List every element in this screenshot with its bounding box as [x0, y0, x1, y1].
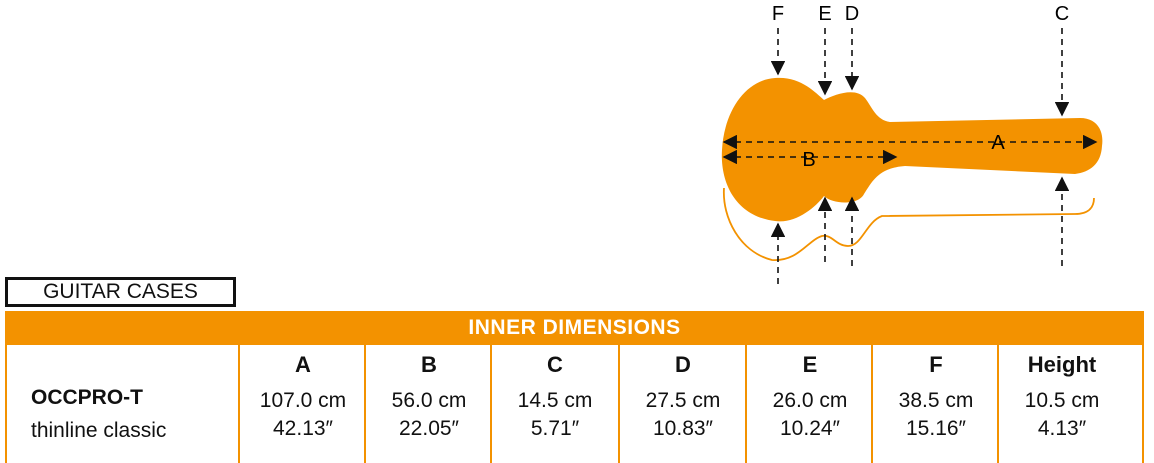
value-inch: 42.13″: [273, 417, 333, 440]
column-a: A 107.0 cm 42.13″: [240, 350, 366, 444]
label-a: A: [991, 132, 1005, 154]
column-d: D 27.5 cm 10.83″: [620, 350, 746, 444]
value-cm: 107.0 cm: [259, 389, 347, 412]
value-cm: 14.5 cm: [517, 389, 593, 412]
value-inch: 15.16″: [906, 417, 966, 440]
column-f: F 38.5 cm 15.16″: [873, 350, 999, 444]
column-b: B 56.0 cm 22.05″: [366, 350, 492, 444]
value-inch: 22.05″: [399, 417, 459, 440]
value-cm: 38.5 cm: [898, 389, 974, 412]
column-header: A: [295, 352, 311, 377]
table-title: INNER DIMENSIONS: [5, 311, 1144, 345]
col-divider: [490, 345, 492, 463]
col-divider: [618, 345, 620, 463]
label-c: C: [1055, 3, 1069, 25]
label-b: B: [802, 149, 815, 171]
col-divider: [238, 345, 240, 463]
label-f: F: [772, 3, 784, 25]
height-profile-outline: [723, 187, 1095, 261]
column-c: C 14.5 cm 5.71″: [492, 350, 618, 444]
product-model: OCCPRO-T: [31, 386, 143, 409]
column-header: Height: [1027, 352, 1097, 377]
section-label: GUITAR CASES: [5, 277, 236, 307]
col-divider: [364, 345, 366, 463]
column-header: B: [421, 352, 437, 377]
label-e: E: [818, 3, 831, 25]
value-inch: 10.83″: [653, 417, 713, 440]
column-e: E 26.0 cm 10.24″: [747, 350, 873, 444]
col-divider: [871, 345, 873, 463]
case-silhouette: [721, 77, 1103, 222]
product-variant: thinline classic: [31, 419, 167, 442]
col-divider: [997, 345, 999, 463]
label-d: D: [845, 3, 859, 25]
column-header: E: [802, 352, 818, 377]
column-header: F: [929, 352, 943, 377]
column-header: C: [547, 352, 563, 377]
col-divider: [745, 345, 747, 463]
value-cm: 10.5 cm: [1024, 389, 1100, 412]
value-inch: 5.71″: [530, 417, 580, 440]
value-inch: 4.13″: [1037, 417, 1087, 440]
column-header: D: [675, 352, 691, 377]
value-inch: 10.24″: [780, 417, 840, 440]
column-height: Height 10.5 cm 4.13″: [999, 350, 1125, 444]
dimensions-table: [5, 345, 1144, 463]
value-cm: 56.0 cm: [391, 389, 467, 412]
value-cm: 27.5 cm: [645, 389, 721, 412]
value-cm: 26.0 cm: [772, 389, 848, 412]
guitar-case-diagram: F E D C A B: [721, 3, 1103, 284]
